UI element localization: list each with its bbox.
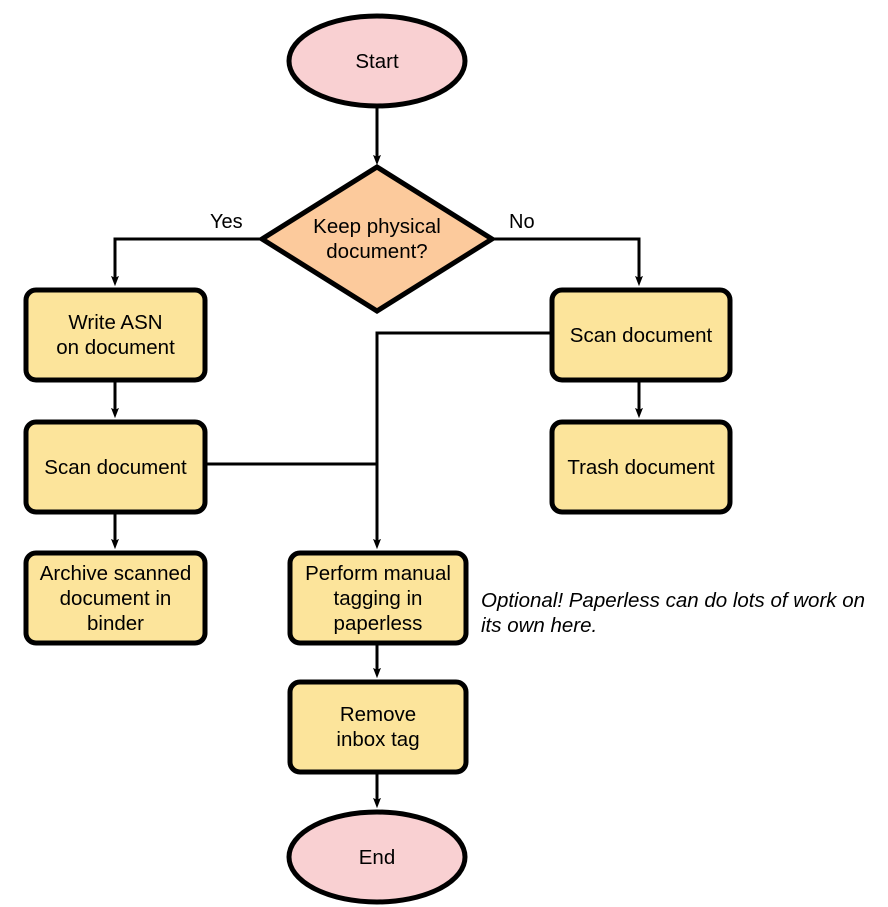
- edge-label-yes: Yes: [210, 211, 243, 233]
- node-perform-manual-tagging[interactable]: [287, 550, 469, 646]
- node-start[interactable]: [286, 13, 468, 109]
- node-end[interactable]: [286, 809, 468, 905]
- node-decision-keep-physical-document[interactable]: [257, 164, 497, 314]
- edge-layer: [115, 106, 639, 803]
- node-archive-scanned-document[interactable]: [23, 550, 208, 646]
- node-scan-document-left[interactable]: [23, 419, 208, 515]
- node-layer: [23, 13, 733, 905]
- node-write-asn[interactable]: [23, 287, 208, 383]
- node-remove-inbox-tag[interactable]: [287, 679, 469, 775]
- edge-scan-right-to-tagging: [377, 331, 552, 544]
- optional-note: Optional! Paperless can do lots of work …: [481, 589, 866, 637]
- edge-decision-to-write-asn: [115, 237, 262, 281]
- node-scan-document-right[interactable]: [549, 287, 733, 383]
- edge-label-no: No: [509, 211, 535, 233]
- node-trash-document[interactable]: [549, 419, 733, 515]
- edge-decision-to-scan-right: [492, 237, 639, 281]
